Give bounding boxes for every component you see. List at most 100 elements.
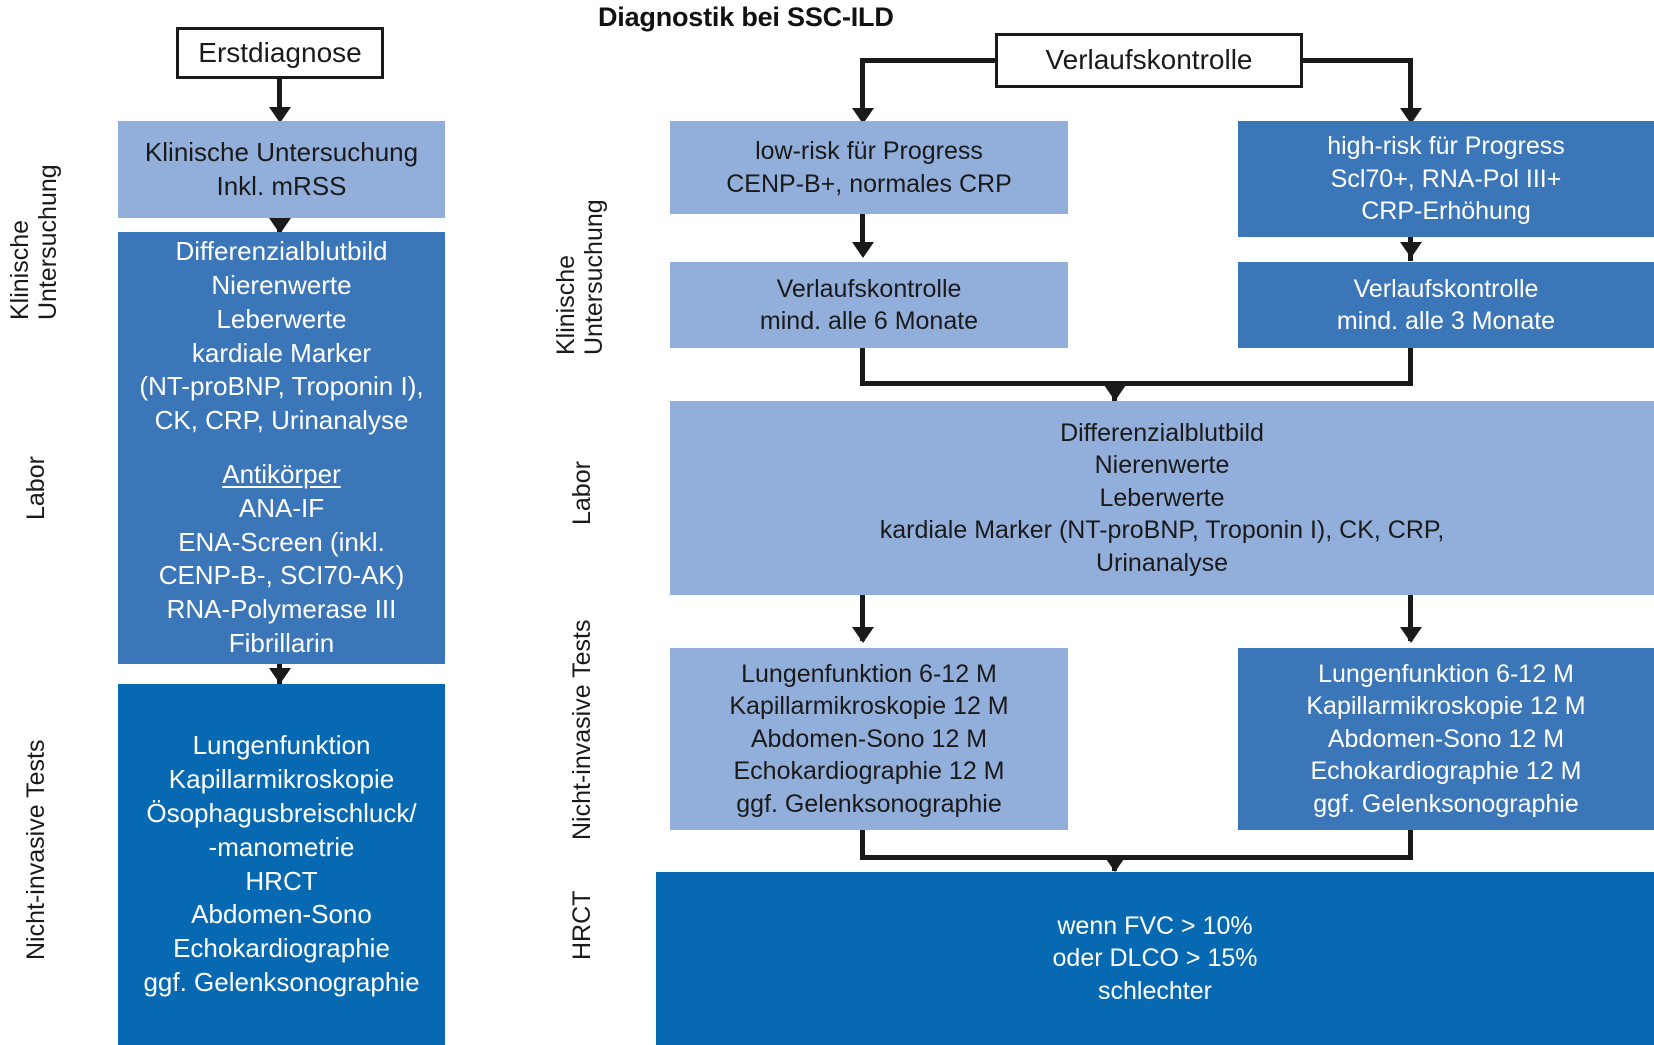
left-start-node-label: Erstdiagnose [198, 36, 362, 68]
box-line: Leberwerte [1099, 483, 1225, 512]
box-line: Verlaufskontrolle [776, 274, 962, 303]
arrowhead-highrisk-to-followup [1400, 242, 1422, 258]
box-line: ggf. Gelenksonographie [736, 789, 1002, 818]
box-line: Abdomen-Sono 12 M [1327, 724, 1565, 753]
low-risk-box[interactable]: low-risk für Progress CENP-B+, normales … [670, 121, 1068, 214]
connector-lab-to-highrisk-tests [1408, 595, 1413, 641]
box-line: mind. alle 6 Monate [759, 307, 979, 335]
right-row-label-labor: Labor [568, 461, 596, 525]
connector-right-start-left-branch [860, 58, 998, 63]
box-line: kardiale Marker [191, 337, 372, 368]
box-line: Echokardiographie 12 M [1310, 757, 1582, 786]
box-line: CRP-Erhöhung [1361, 197, 1531, 226]
box-line: Verlaufskontrolle [1353, 274, 1539, 303]
connector-lowrisk-followup-down [860, 348, 865, 386]
box-line: Kapillarmikroskopie 12 M [729, 692, 1009, 721]
right-row-label-klinische-untersuchung: Klinische Untersuchung [552, 199, 608, 355]
connector-tests-merge-bar [860, 855, 1413, 860]
connector-lab-to-lowrisk-tests [860, 595, 865, 641]
row-label-line: Untersuchung [580, 199, 608, 355]
arrowhead-right-start-to-lowrisk [852, 108, 874, 124]
connector-left-start-to-clinical [277, 79, 282, 111]
box-line: Urinanalyse [1095, 548, 1228, 577]
hrct-box[interactable]: wenn FVC > 10% oder DLCO > 15% schlechte… [656, 872, 1654, 1045]
connector-highrisk-followup-down [1408, 348, 1413, 386]
left-row-label-klinische-untersuchung: Klinische Untersuchung [6, 164, 62, 320]
left-lab-box[interactable]: Differenzialblutbild Nierenwerte Leberwe… [118, 232, 445, 664]
arrowhead-merge-to-hrct [1104, 856, 1126, 872]
left-noninvasive-tests-box[interactable]: Lungenfunktion Kapillarmikroskopie Ösoph… [118, 684, 445, 1045]
box-line: Inkl. mRSS [216, 170, 347, 201]
arrowhead-left-clinical-to-lab [269, 218, 291, 234]
row-label-line: Klinische [6, 219, 34, 320]
box-line: Scl70+, RNA-Pol III+ [1330, 164, 1562, 193]
box-line: Abdomen-Sono [191, 899, 372, 930]
box-line: -manometrie [208, 831, 355, 862]
box-line: low-risk für Progress [755, 137, 983, 165]
right-row-label-hrct: HRCT [568, 891, 596, 960]
row-label-line: Labor [22, 456, 50, 520]
left-row-label-nicht-invasive-tests: Nicht-invasive Tests [22, 740, 50, 960]
right-start-node[interactable]: Verlaufskontrolle [995, 33, 1303, 88]
row-label-line: Untersuchung [34, 164, 62, 320]
right-row-label-nicht-invasive-tests: Nicht-invasive Tests [568, 620, 596, 840]
box-line: Echokardiographie 12 M [733, 757, 1005, 786]
right-start-node-label: Verlaufskontrolle [1045, 44, 1253, 76]
box-line: Klinische Untersuchung [144, 136, 419, 167]
box-line: CENP-B+, normales CRP [726, 169, 1012, 198]
box-line: Differenzialblutbild [175, 236, 388, 267]
box-line: (NT-proBNP, Troponin I), [139, 371, 424, 402]
box-line: Lungenfunktion [192, 730, 371, 761]
left-clinical-exam-box[interactable]: Klinische Untersuchung Inkl. mRSS [118, 121, 445, 218]
box-line: mind. alle 3 Monate [1336, 307, 1556, 335]
page-title: Diagnostik bei SSC-ILD [598, 2, 894, 32]
row-label-line: Klinische [552, 254, 580, 355]
box-line: Fibrillarin [228, 627, 335, 658]
box-line: wenn FVC > 10% [1057, 911, 1253, 940]
connector-highrisk-tests-down [1408, 830, 1413, 860]
connector-right-start-left-drop [860, 58, 865, 113]
box-line: Echokardiographie [173, 933, 390, 964]
box-line: oder DLCO > 15% [1052, 944, 1258, 973]
row-label-line: HRCT [568, 890, 596, 960]
box-line: Nierenwerte [1094, 451, 1230, 480]
box-line: Kapillarmikroskopie [168, 764, 395, 795]
connector-followup-merge-bar [860, 381, 1413, 386]
arrowhead-left-lab-to-noninvasive [269, 668, 291, 684]
box-line: HRCT [245, 865, 318, 896]
box-line: ENA-Screen (inkl. [178, 526, 385, 557]
row-label-line: Labor [568, 461, 596, 525]
high-risk-box[interactable]: high-risk für Progress Scl70+, RNA-Pol I… [1238, 121, 1654, 237]
box-line: CK, CRP, Urinanalyse [154, 405, 409, 436]
high-risk-followup-box[interactable]: Verlaufskontrolle mind. alle 3 Monate [1238, 262, 1654, 348]
arrowhead-lowrisk-to-followup [852, 242, 874, 258]
connector-right-start-right-drop [1408, 58, 1413, 113]
box-line: Leberwerte [216, 303, 347, 334]
row-label-line: Nicht-invasive Tests [22, 739, 50, 960]
antibody-subheading: Antikörper [222, 459, 341, 489]
box-line: CENP-B-, SCI70-AK) [158, 560, 405, 591]
arrowhead-left-start-to-clinical [269, 107, 291, 123]
arrowhead-right-start-to-highrisk [1400, 108, 1422, 124]
low-risk-followup-box[interactable]: Verlaufskontrolle mind. alle 6 Monate [670, 262, 1068, 348]
box-line: ANA-IF [238, 492, 325, 523]
left-start-node[interactable]: Erstdiagnose [176, 27, 384, 79]
box-line: Lungenfunktion 6-12 M [1318, 659, 1574, 688]
right-lab-box[interactable]: Differenzialblutbild Nierenwerte Leberwe… [670, 401, 1654, 595]
connector-lowrisk-to-followup [860, 214, 865, 254]
box-line: kardiale Marker (NT-proBNP, Troponin I),… [879, 516, 1445, 545]
high-risk-tests-box[interactable]: Lungenfunktion 6-12 M Kapillarmikroskopi… [1238, 648, 1654, 830]
low-risk-tests-box[interactable]: Lungenfunktion 6-12 M Kapillarmikroskopi… [670, 648, 1068, 830]
left-row-label-labor: Labor [22, 456, 50, 520]
box-line: ggf. Gelenksonographie [143, 966, 420, 997]
box-line: RNA-Polymerase III [166, 594, 397, 625]
connector-lowrisk-tests-down [860, 830, 865, 860]
arrowhead-lab-to-lowrisk-tests [852, 627, 874, 643]
box-line: Nierenwerte [211, 270, 352, 301]
box-line: schlechter [1098, 976, 1212, 1005]
row-label-line: Nicht-invasive Tests [568, 619, 596, 840]
box-line: high-risk für Progress [1327, 132, 1565, 161]
box-line: Ösophagusbreischluck/ [146, 797, 417, 828]
connector-right-start-right-branch [1300, 58, 1413, 63]
box-line: Differenzialblutbild [1060, 418, 1264, 447]
